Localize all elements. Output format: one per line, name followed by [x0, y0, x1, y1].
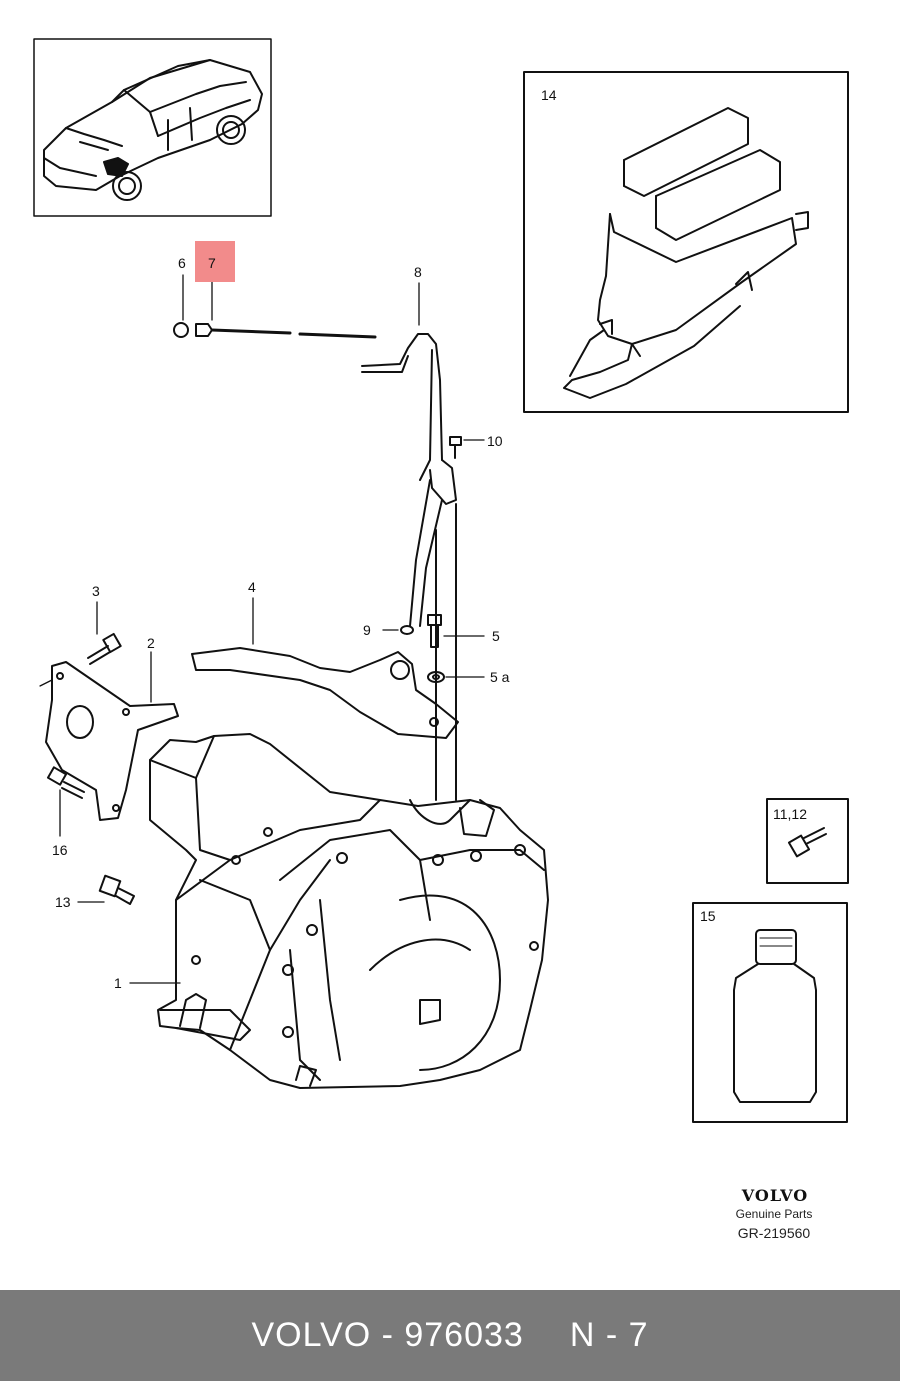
callout-14: 14 — [541, 87, 557, 103]
callout-15: 15 — [700, 908, 716, 924]
callout-7: 7 — [208, 255, 216, 271]
callout-3: 3 — [92, 583, 100, 599]
dipstick-icon — [173, 274, 377, 339]
callout-2: 2 — [147, 635, 155, 651]
bolt-3-icon — [87, 601, 122, 665]
callout-16: 16 — [52, 842, 68, 858]
callout-11-12: 11,12 — [773, 806, 807, 822]
callout-5a: 5 a — [490, 669, 510, 685]
bolt-11-12-icon — [766, 798, 849, 884]
footer-part-number: VOLVO - 976033 — [251, 1316, 524, 1354]
callout-8: 8 — [414, 264, 422, 280]
bolt-13-icon — [77, 874, 135, 905]
callout-13: 13 — [55, 894, 71, 910]
washer-icon — [382, 625, 414, 635]
bolt-5-icon — [427, 614, 485, 683]
car-thumbnail-icon — [33, 38, 272, 217]
brand-subtitle: Genuine Parts — [735, 1207, 813, 1221]
oil-bottle-icon — [692, 902, 848, 1123]
bolt-icon — [449, 436, 485, 459]
callout-highlight — [195, 241, 235, 282]
callout-1: 1 — [114, 975, 122, 991]
heat-shield-icon — [191, 597, 459, 739]
callout-9: 9 — [363, 622, 371, 638]
callout-6: 6 — [178, 255, 186, 271]
control-module-icon — [523, 71, 849, 413]
bracket-icon — [39, 651, 179, 821]
callout-5: 5 — [492, 628, 500, 644]
diagram-code: GR-219560 — [737, 1225, 811, 1241]
parts-diagram — [33, 38, 849, 1123]
footer-reference: N - 7 — [569, 1316, 649, 1354]
transmission-icon — [129, 733, 549, 1089]
footer-bar: VOLVO - 976033 N - 7 — [0, 1290, 900, 1381]
dipstick-tube-icon — [361, 282, 457, 801]
callout-4: 4 — [248, 579, 256, 595]
bolt-16-icon — [46, 766, 85, 837]
volvo-logo: VOLVO — [741, 1186, 809, 1205]
callout-10: 10 — [487, 433, 503, 449]
